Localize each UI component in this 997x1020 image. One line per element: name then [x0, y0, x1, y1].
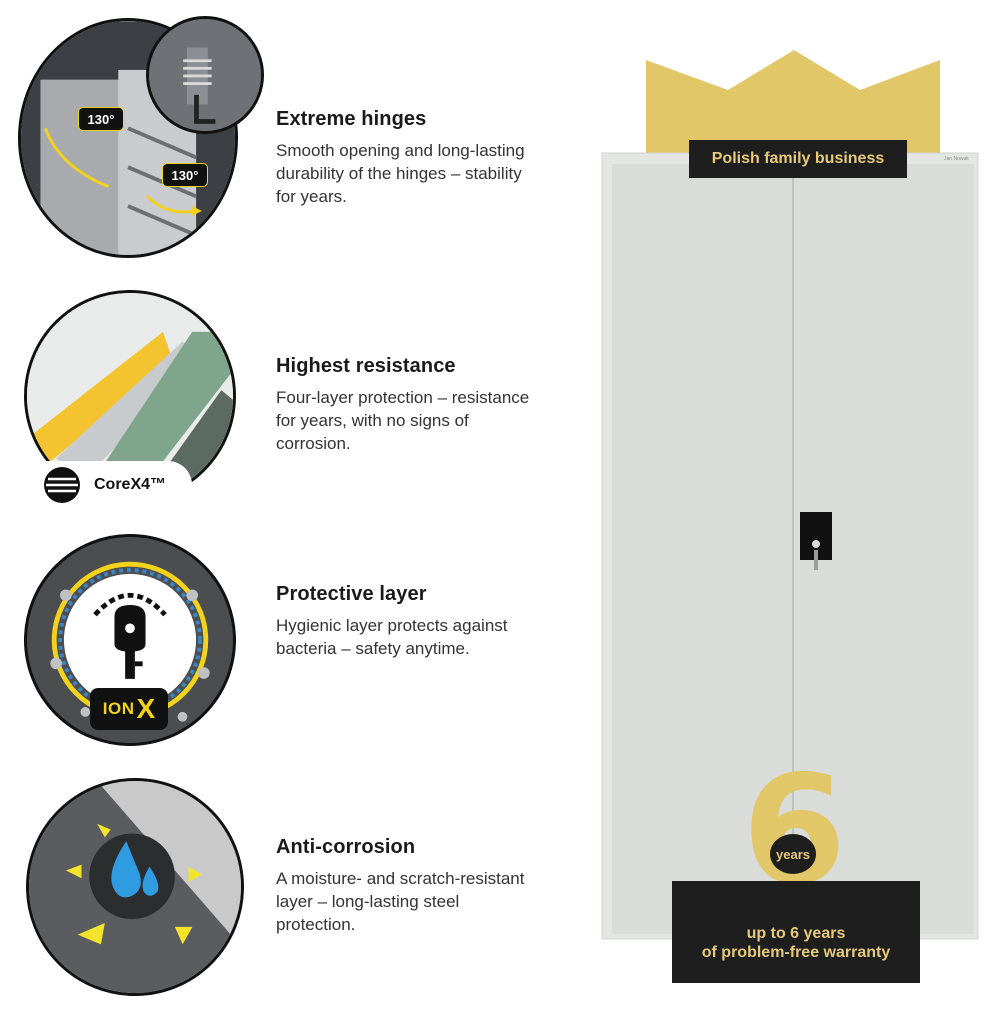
feature-description: Four-layer protection – resistance for y… [276, 388, 530, 453]
protective-layer-image [24, 534, 236, 746]
feature-title: Anti-corrosion [276, 836, 416, 858]
hinge-inset [146, 16, 264, 134]
spring-hinge-icon [149, 19, 261, 131]
feature-hinges: Extreme hinges Smooth opening and long-l… [276, 108, 536, 208]
warranty-unit: years [770, 834, 816, 874]
anti-corrosion-image [26, 778, 244, 996]
brand-mark: Jan Nowak [944, 156, 969, 162]
hinge-angle-label-2: 130° [162, 163, 208, 187]
corex-label: CoreX4™ [94, 476, 167, 493]
feature-resistance: Highest resistance Four-layer protection… [276, 355, 536, 455]
corex-logo-icon [44, 467, 80, 503]
water-drop-icon [29, 781, 241, 993]
feature-description: Smooth opening and long-lasting durabili… [276, 141, 525, 206]
feature-description: A moisture- and scratch-resistant layer … [276, 869, 525, 934]
warranty-line-2: of problem-free warranty [701, 944, 891, 961]
ionx-badge: ION X [90, 688, 168, 730]
feature-title: Extreme hinges [276, 108, 427, 130]
warranty-line-1: up to 6 years [746, 925, 846, 942]
polish-family-business-banner: Polish family business [689, 140, 907, 178]
ionx-label-x: X [136, 693, 156, 724]
warranty-banner: up to 6 years of problem-free warranty [672, 881, 920, 983]
ionx-label-ion: ION [102, 699, 135, 718]
cabinet-illustration: Jan Nowak [601, 50, 979, 940]
feature-protective: Protective layer Hygienic layer protects… [276, 583, 536, 660]
feature-title: Protective layer [276, 583, 427, 605]
corex4-badge: CoreX4™ [32, 461, 192, 509]
feature-description: Hygienic layer protects against bacteria… [276, 616, 508, 658]
cabinet-product: Jan Nowak [600, 50, 980, 990]
feature-title: Highest resistance [276, 355, 456, 377]
hinge-angle-label-1: 130° [78, 107, 124, 131]
feature-anti-corrosion: Anti-corrosion A moisture- and scratch-r… [276, 836, 536, 936]
